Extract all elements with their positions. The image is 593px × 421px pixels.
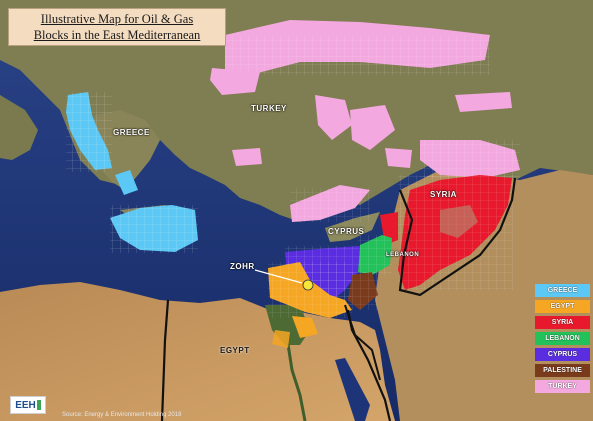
zohr-field-marker bbox=[302, 279, 314, 291]
label-lebanon: LEBANON bbox=[386, 252, 420, 258]
gulf-of-suez bbox=[335, 358, 370, 421]
logo-text: EEH bbox=[15, 399, 36, 411]
turkey-blocks bbox=[210, 20, 520, 222]
map-legend: GREECE EGYPT SYRIA LEBANON CYPRUS PALESTINE TU… bbox=[535, 284, 590, 396]
legend-item-lebanon: LEBANON bbox=[535, 332, 590, 345]
lebanon-blocks bbox=[358, 235, 392, 275]
label-zohr: ZOHR bbox=[230, 262, 255, 271]
syria-border bbox=[398, 177, 517, 297]
legend-item-egypt: EGYPT bbox=[535, 300, 590, 313]
map-title-box: Illustrative Map for Oil & Gas Blocks in… bbox=[8, 8, 226, 46]
map-title-line-2: Blocks in the East Mediterranean bbox=[33, 28, 201, 42]
nile-river bbox=[286, 343, 307, 421]
greece-blocks bbox=[66, 92, 198, 253]
zohr-pointer-line bbox=[254, 269, 303, 284]
sinai-border bbox=[344, 304, 381, 381]
legend-item-greece: GREECE bbox=[535, 284, 590, 297]
land-italy bbox=[0, 95, 38, 160]
label-cyprus: CYPRUS bbox=[328, 227, 365, 236]
label-syria: SYRIA bbox=[430, 190, 457, 199]
legend-item-turkey: TURKEY bbox=[535, 380, 590, 393]
map-title-line-1: Illustrative Map for Oil & Gas bbox=[40, 12, 194, 26]
label-turkey: TURKEY bbox=[251, 104, 287, 113]
legend-item-cyprus: CYPRUS bbox=[535, 348, 590, 361]
eeh-logo: EEH bbox=[10, 396, 46, 414]
label-egypt: EGYPT bbox=[220, 346, 250, 355]
legend-item-palestine: PALESTINE bbox=[535, 364, 590, 377]
palestine-blocks bbox=[348, 272, 378, 310]
legend-item-syria: SYRIA bbox=[535, 316, 590, 329]
source-credit: Source: Energy & Environment Holding 201… bbox=[62, 412, 182, 418]
label-greece: GREECE bbox=[113, 128, 150, 137]
